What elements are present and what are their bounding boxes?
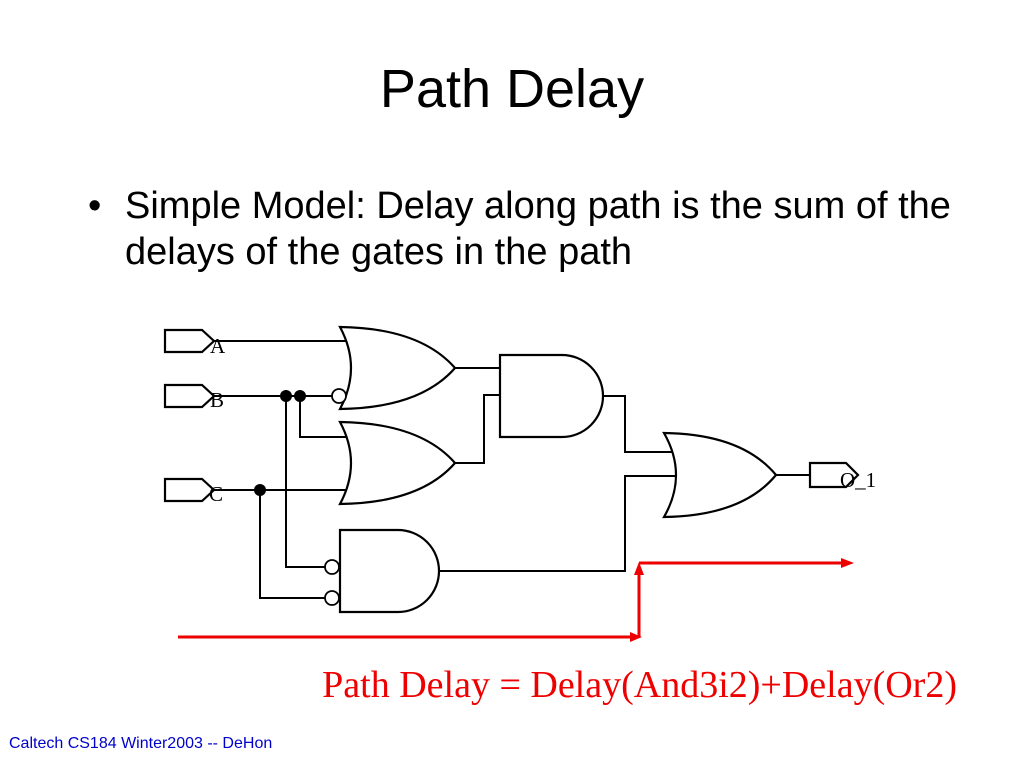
wire-b-to-and3	[285, 396, 325, 568]
output-pin	[808, 461, 860, 489]
wire-and3-to-or3	[439, 475, 676, 572]
bullet-dot-icon: •	[88, 185, 102, 227]
junction-dot	[294, 390, 306, 402]
and-gate-2-input	[498, 353, 605, 439]
input-label-b: B	[210, 388, 224, 412]
and3i2-gate	[338, 528, 441, 614]
or-gate-output	[662, 431, 778, 519]
wire-c-to-and3	[259, 490, 325, 599]
or-gate-top	[338, 325, 457, 411]
wire-or2-to-and2	[455, 394, 500, 464]
critical-path	[178, 558, 854, 642]
slide-title: Path Delay	[379, 59, 645, 119]
wire-b-to-or2	[299, 396, 348, 438]
junction-dot	[280, 390, 292, 402]
junction-dot	[254, 484, 266, 496]
arrowhead-right-icon	[841, 558, 854, 568]
arrowhead-right-icon	[630, 632, 642, 642]
output-label: O_1	[840, 468, 876, 492]
inverter-bubble	[324, 559, 340, 575]
input-pins: A B C	[163, 328, 226, 506]
input-pin-a	[163, 328, 216, 354]
input-pin-b	[163, 383, 216, 409]
bullet-text: Simple Model: Delay along path is the su…	[125, 185, 951, 273]
inverter-bubble	[324, 590, 340, 606]
wire-and2-to-or3	[603, 395, 676, 453]
inverter-bubble	[331, 388, 347, 404]
input-pin-c	[163, 477, 216, 503]
input-wires	[202, 340, 352, 599]
bullet-list: • Simple Model: Delay along path is the …	[88, 183, 988, 275]
or-gate-middle	[338, 420, 457, 506]
input-label-a: A	[210, 334, 226, 358]
path-delay-formula: Path Delay = Delay(And3i2)+Delay(Or2)	[322, 664, 957, 706]
bullet-item: • Simple Model: Delay along path is the …	[88, 183, 988, 275]
arrowhead-up-icon	[634, 562, 644, 575]
footer-credit: Caltech CS184 Winter2003 -- DeHon	[9, 735, 273, 752]
input-label-c: C	[209, 482, 223, 506]
